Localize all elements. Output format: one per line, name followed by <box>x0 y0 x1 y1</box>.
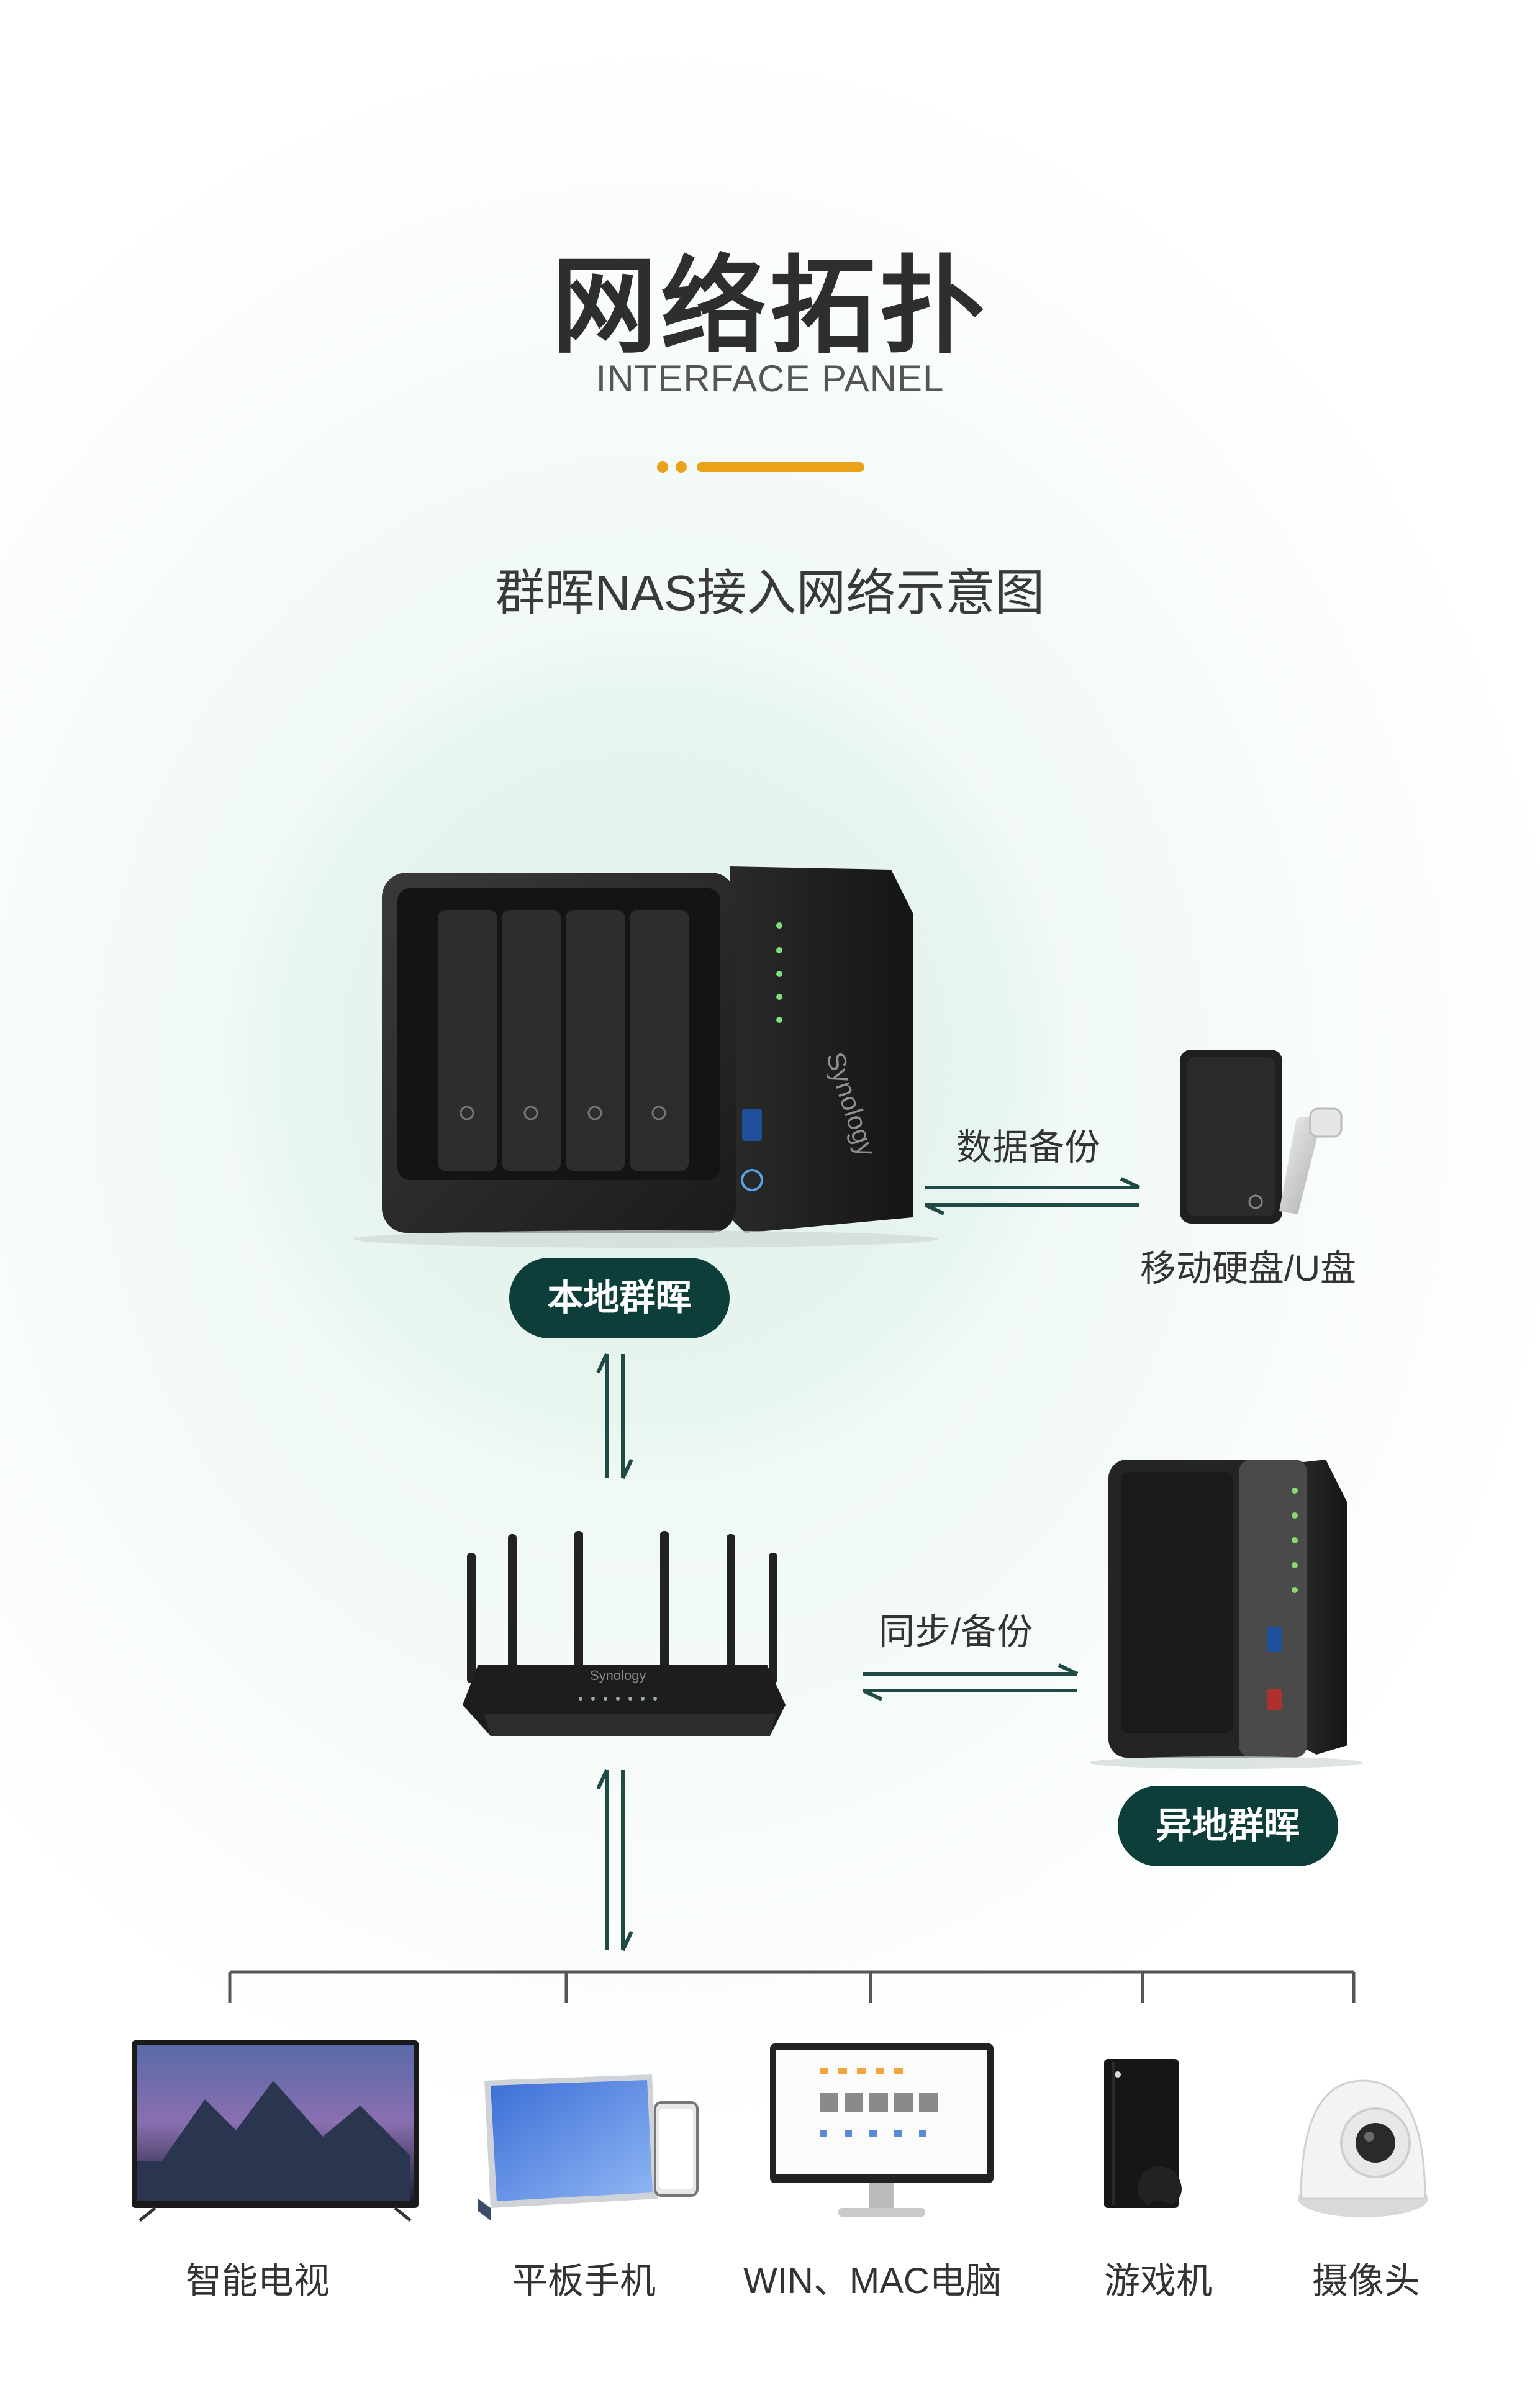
nas-router-arrows <box>596 1353 633 1479</box>
router-clients-arrows <box>596 1769 633 1951</box>
client-label-console: 游戏机 <box>1103 2261 1212 2301</box>
page-title: 网络拓扑 <box>551 248 989 366</box>
portable-hdd-device <box>1180 1050 1282 1224</box>
storage-label: 移动硬盘/U盘 <box>1139 1248 1356 1289</box>
drive-bays <box>438 910 689 1171</box>
game-console-device <box>1104 2059 1182 2208</box>
client-label-tv: 智能电视 <box>185 2261 330 2301</box>
tablet-phone-device <box>478 2074 699 2220</box>
router-brand: Synology <box>590 1668 646 1683</box>
sync-link-label: 同步/备份 <box>879 1612 1033 1652</box>
local-nas-device: Synology <box>354 866 938 1248</box>
desktop-computer-device <box>770 2043 994 2217</box>
remote-nas-label: 异地群晖 <box>1118 1786 1338 1866</box>
router-device: Synology <box>463 1531 786 1736</box>
client-label-tablet: 平板手机 <box>511 2261 656 2301</box>
remote-nas-device <box>1090 1460 1363 1769</box>
accent-divider <box>657 461 864 473</box>
usb-flash-drive <box>1279 1107 1343 1214</box>
page-subtitle: INTERFACE PANEL <box>596 358 944 399</box>
distribution-bracket <box>228 1970 1356 2003</box>
smart-tv-device <box>132 2040 419 2222</box>
diagram-caption: 群晖NAS接入网络示意图 <box>495 565 1045 620</box>
client-label-computer: WIN、MAC电脑 <box>743 2261 1002 2301</box>
sync-arrows <box>862 1663 1079 1701</box>
status-leds <box>776 922 782 1023</box>
backup-link-label: 数据备份 <box>956 1127 1101 1168</box>
local-nas-label: 本地群晖 <box>509 1258 730 1338</box>
client-label-camera: 摄像头 <box>1311 2261 1420 2301</box>
remote-nas-leds <box>1292 1488 1298 1593</box>
backup-arrows <box>924 1177 1141 1215</box>
security-camera-device <box>1298 2079 1428 2217</box>
